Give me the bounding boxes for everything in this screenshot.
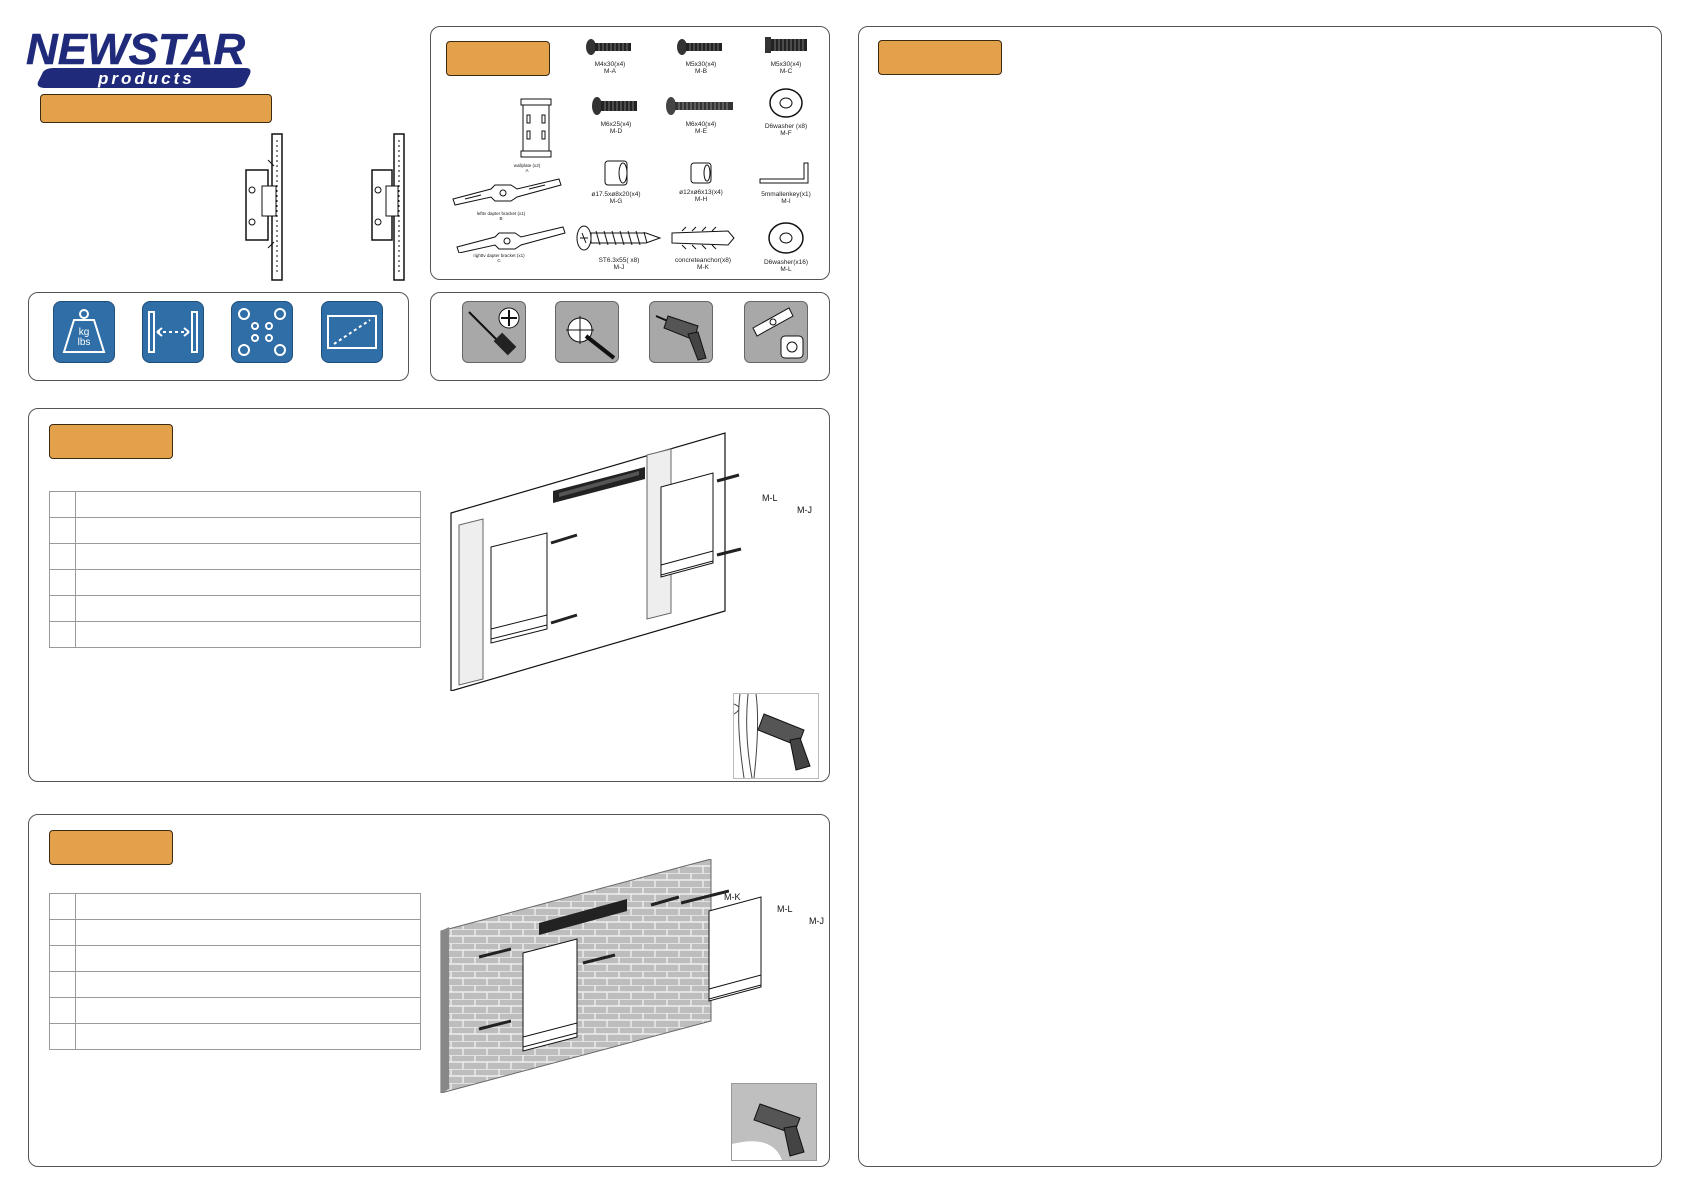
screw-icon [592, 97, 637, 115]
tools-panel [430, 292, 830, 381]
table-row [49, 919, 421, 946]
screen-size-icon [321, 301, 383, 363]
brick-wall-install-panel: M-K M-L M-J [28, 814, 830, 1167]
table-row [49, 595, 421, 622]
part-m-a: M4x30(x4)M-A [567, 37, 653, 75]
wood-wall-install-panel: M-L M-J [28, 408, 830, 782]
weight-kg-lbs-icon: kg lbs [53, 301, 115, 363]
wood-screw-callout: M-J [797, 505, 812, 515]
newstar-logo: NEWSTAR products [26, 25, 251, 88]
svg-text:kg: kg [79, 327, 90, 338]
right-adapter-label: righttv dapter bracket (x1)C [473, 253, 525, 263]
brick-screw-callout: M-J [809, 916, 824, 926]
right-adapter-bracket-illustration [456, 226, 566, 253]
table-row [49, 945, 421, 972]
mount-side-view-illustration [245, 133, 283, 281]
width-range-icon [142, 301, 204, 363]
brick-washer-callout: M-L [777, 904, 793, 914]
spacer-icon [604, 160, 628, 186]
table-row [49, 543, 421, 570]
table-row [49, 517, 421, 544]
anchor-icon [671, 226, 735, 250]
screw-icon [586, 39, 631, 55]
parts-panel: wallplate (x2)A lefttv dapter bracket (x… [430, 26, 830, 280]
screw-icon [677, 39, 722, 55]
part-m-b: M5x30(x4)M-B [658, 37, 744, 75]
parts-tag [446, 41, 550, 76]
product-title-tag [40, 94, 272, 123]
instructions-panel [858, 26, 1662, 1167]
wood-screw-icon [576, 225, 662, 251]
washer-icon [769, 88, 803, 118]
screw-icon [765, 37, 807, 53]
table-row [49, 621, 421, 648]
cross-screwdriver-icon [555, 301, 619, 363]
table-row [49, 569, 421, 596]
part-m-h: ø12xø6x13(x4)M-H [658, 161, 744, 203]
long-screw-icon [666, 97, 733, 115]
part-m-e: M6x40(x4)M-E [653, 95, 749, 135]
wood-washer-callout: M-L [762, 493, 778, 503]
table-row [49, 491, 421, 518]
phillips-screwdriver-icon [462, 301, 526, 363]
wood-steps-table [49, 491, 421, 648]
brick-wall-tag [49, 830, 173, 865]
part-m-i: 5mmallenkey(x1)M-I [743, 159, 829, 205]
part-m-f: D6washer (x8)M-F [743, 87, 829, 137]
wood-drill-inset [733, 693, 819, 779]
table-row [49, 1023, 421, 1050]
part-m-k: concreteanchor(x8)M-K [655, 223, 751, 271]
table-row [49, 893, 421, 920]
wood-wall-tag [49, 424, 173, 459]
part-m-j: ST6.3x55( x8)M-J [571, 223, 667, 271]
brick-right-plate-illustration [708, 896, 762, 1002]
wood-wall-mount-illustration [450, 432, 742, 691]
specifications-panel: kg lbs [28, 292, 409, 381]
left-adapter-bracket-illustration [452, 178, 562, 206]
wallplate-label: wallplate (x2)A [513, 163, 541, 173]
part-m-g: ø17.5xø8x20(x4)M-G [573, 159, 659, 205]
svg-text:lbs: lbs [78, 337, 91, 348]
level-tape-icon [744, 301, 808, 363]
logo-wordmark: NEWSTAR [26, 25, 245, 74]
allen-key-icon [759, 162, 809, 184]
part-m-c: M5x30(x4)M-C [743, 33, 829, 75]
left-adapter-label: lefttv dapter bracket (x1)B [476, 211, 526, 221]
spacer-icon [690, 162, 712, 184]
table-row [49, 971, 421, 998]
brick-wall-mount-illustration [440, 859, 729, 1093]
table-row [49, 997, 421, 1024]
brick-steps-table [49, 893, 421, 1050]
part-m-l: D6washer(x16)M-L [743, 221, 829, 273]
washer-icon [768, 222, 804, 254]
instructions-tag [878, 40, 1002, 75]
power-drill-icon [649, 301, 713, 363]
mount-tilt-view-illustration [371, 133, 405, 281]
brick-drill-inset [731, 1083, 817, 1161]
part-m-d: M6x25(x4)M-D [573, 95, 659, 135]
wallplate-illustration [520, 98, 552, 158]
vesa-pattern-icon [231, 301, 293, 363]
brick-anchor-callout: M-K [724, 892, 741, 902]
svg-text:products: products [97, 69, 195, 88]
